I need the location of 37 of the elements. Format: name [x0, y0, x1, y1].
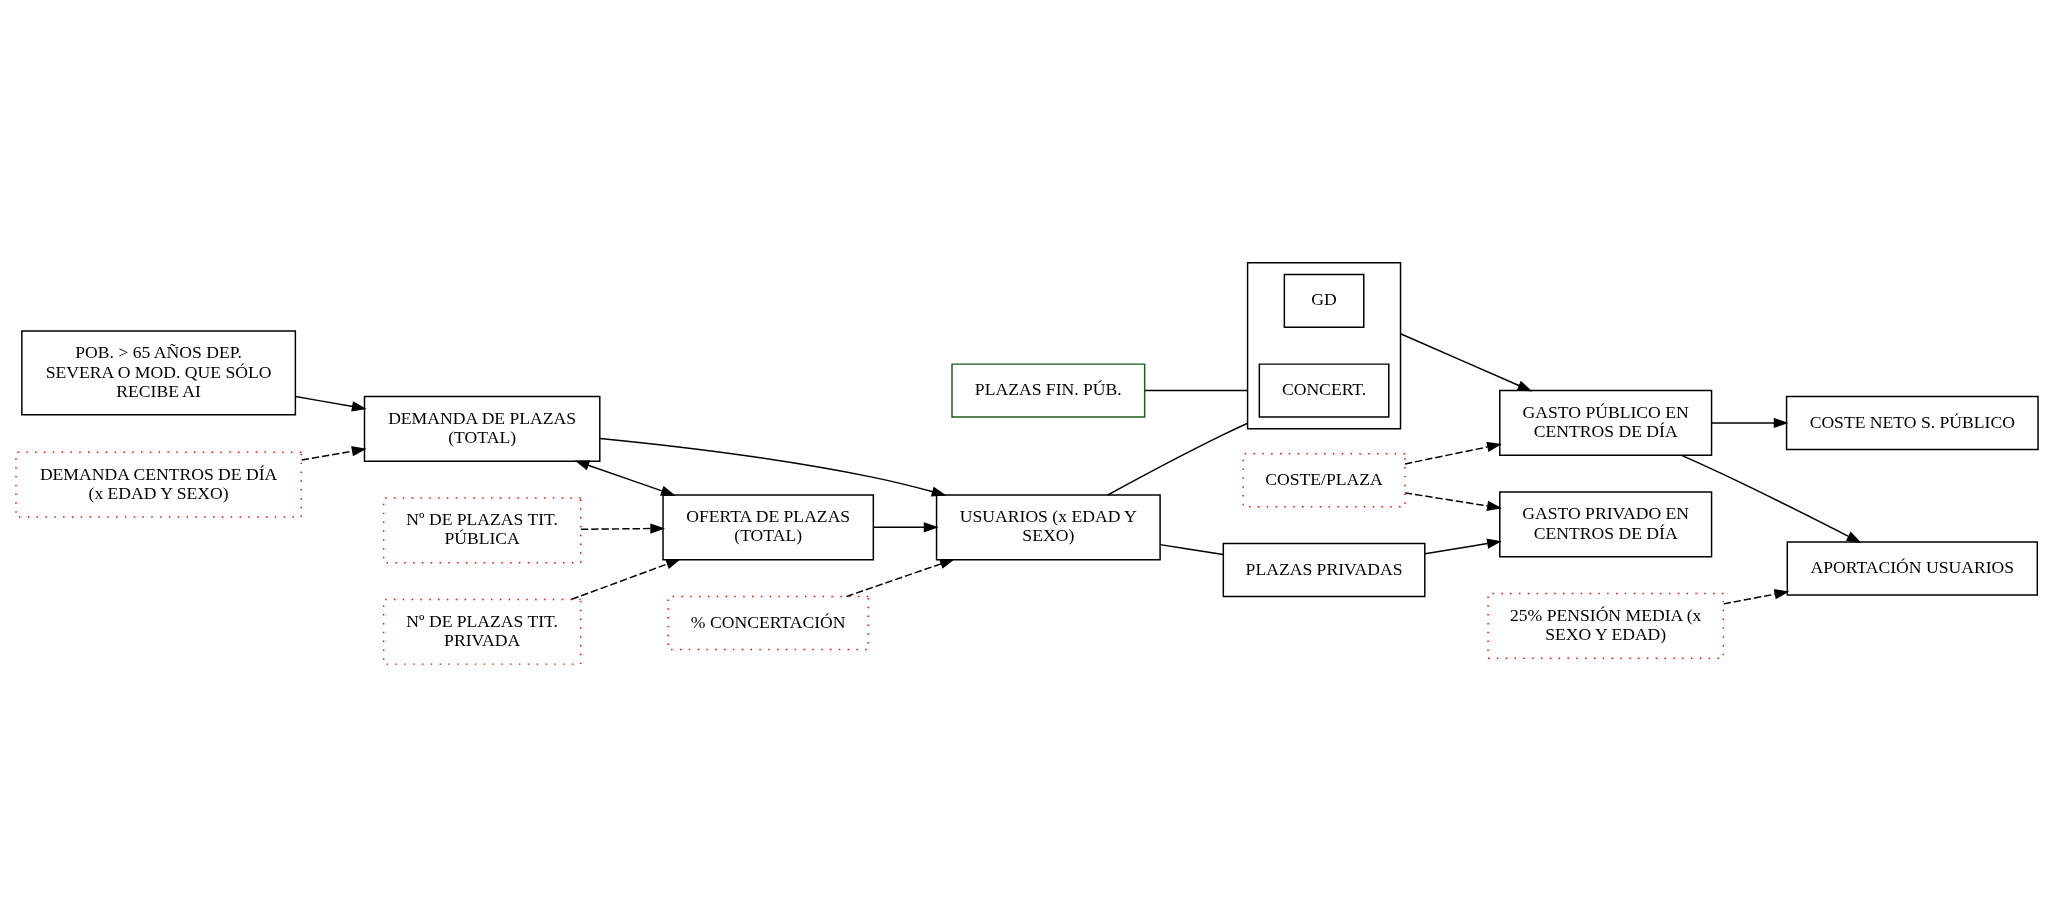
arrow	[1424, 537, 1502, 554]
connector	[1159, 543, 1225, 555]
node-box: APORTACIÓN USUARIOS	[1786, 540, 2039, 596]
node-box: OFERTA DE PLAZAS (TOTAL)	[662, 493, 875, 560]
cluster	[1246, 261, 1402, 430]
arrow	[845, 558, 955, 597]
node-box: USUARIOS (x EDAD Y SEXO)	[935, 493, 1161, 560]
arrow	[294, 395, 367, 411]
node-box: POB. > 65 AÑOS DEP. SEVERA O MOD. QUE SÓLO RECIBE AI	[21, 329, 297, 416]
node-box: Nº DE PLAZAS TIT. PRIVADA	[382, 598, 582, 665]
node-box: DEMANDA DE PLAZAS (TOTAL)	[363, 395, 601, 462]
node-box: 25% PENSIÓN MEDIA (x SEXO Y EDAD)	[1487, 592, 1725, 659]
node-box: % CONCERTACIÓN	[667, 595, 869, 650]
node-box: Nº DE PLAZAS TIT. PÚBLICA	[382, 496, 582, 563]
node-box: COSTE/PLAZA	[1242, 452, 1406, 507]
node-box: PLAZAS FIN. PÚB.	[951, 362, 1146, 418]
connector	[1144, 389, 1249, 391]
arrow	[1404, 441, 1502, 465]
arrow	[580, 522, 666, 534]
arrow	[300, 445, 367, 461]
arrow	[1681, 454, 1862, 543]
node-box: GD	[1283, 273, 1365, 328]
arrow	[872, 521, 939, 532]
arrow	[574, 459, 676, 496]
node-box: CONCERT.	[1258, 362, 1390, 418]
arrow	[1404, 491, 1502, 511]
node-box: GASTO PRIVADO EN CENTROS DE DÍA	[1499, 490, 1713, 557]
node-box: COSTE NETO S. PÚBLICO	[1785, 395, 2039, 450]
node-box: DEMANDA CENTROS DE DÍA (x EDAD Y SEXO)	[15, 451, 302, 518]
arrow	[1710, 417, 1789, 428]
node-box: PLAZAS PRIVADAS	[1222, 542, 1426, 597]
arrow	[599, 437, 947, 497]
node-box: GASTO PÚBLICO EN CENTROS DE DÍA	[1499, 389, 1713, 456]
connector	[1107, 422, 1249, 496]
arrow	[570, 558, 681, 600]
arrow	[1722, 588, 1790, 605]
arrow	[1399, 332, 1533, 391]
